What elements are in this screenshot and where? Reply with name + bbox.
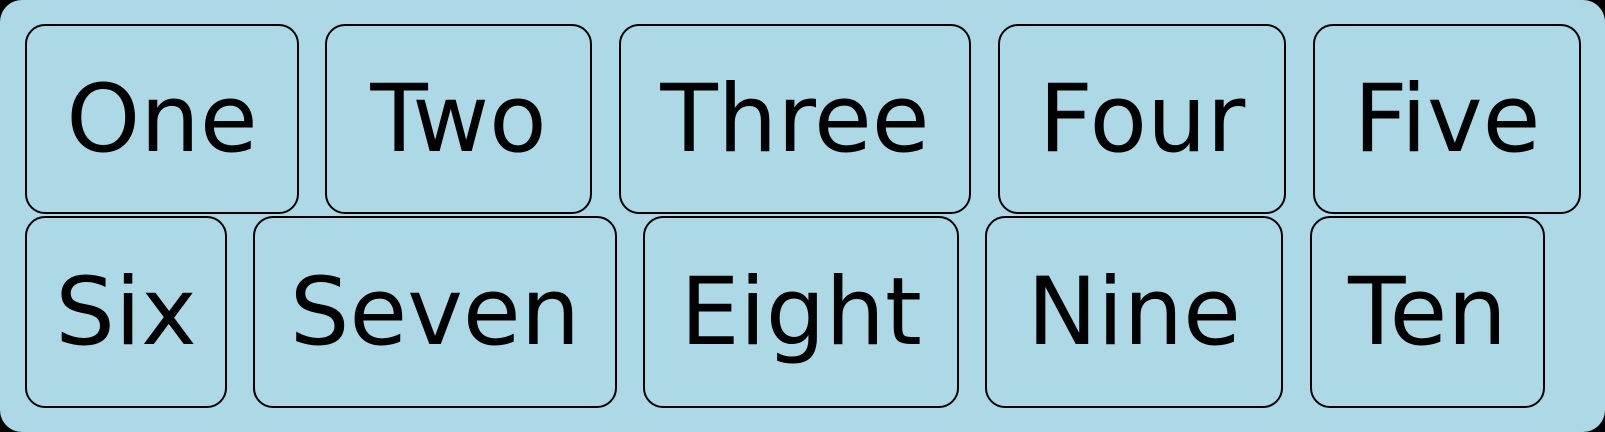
tile-label: Five bbox=[1353, 65, 1541, 174]
tile-ten[interactable]: Ten bbox=[1310, 216, 1545, 408]
tile-four[interactable]: Four bbox=[998, 24, 1286, 214]
tile-seven[interactable]: Seven bbox=[253, 216, 617, 408]
tile-label: Four bbox=[1038, 65, 1246, 174]
tile-two[interactable]: Two bbox=[325, 24, 592, 214]
tile-label: Two bbox=[370, 65, 547, 174]
tile-label: Seven bbox=[289, 258, 581, 367]
tile-six[interactable]: Six bbox=[25, 216, 227, 408]
tile-nine[interactable]: Nine bbox=[985, 216, 1283, 408]
tile-five[interactable]: Five bbox=[1313, 24, 1581, 214]
tile-eight[interactable]: Eight bbox=[643, 216, 959, 408]
tile-label: Six bbox=[55, 258, 197, 367]
tile-label: Ten bbox=[1348, 258, 1507, 367]
tile-three[interactable]: Three bbox=[619, 24, 971, 214]
tile-label: Nine bbox=[1027, 258, 1241, 367]
tile-one[interactable]: One bbox=[25, 24, 299, 214]
tile-label: Three bbox=[660, 65, 930, 174]
tile-label: One bbox=[66, 65, 258, 174]
tile-label: Eight bbox=[680, 258, 922, 367]
